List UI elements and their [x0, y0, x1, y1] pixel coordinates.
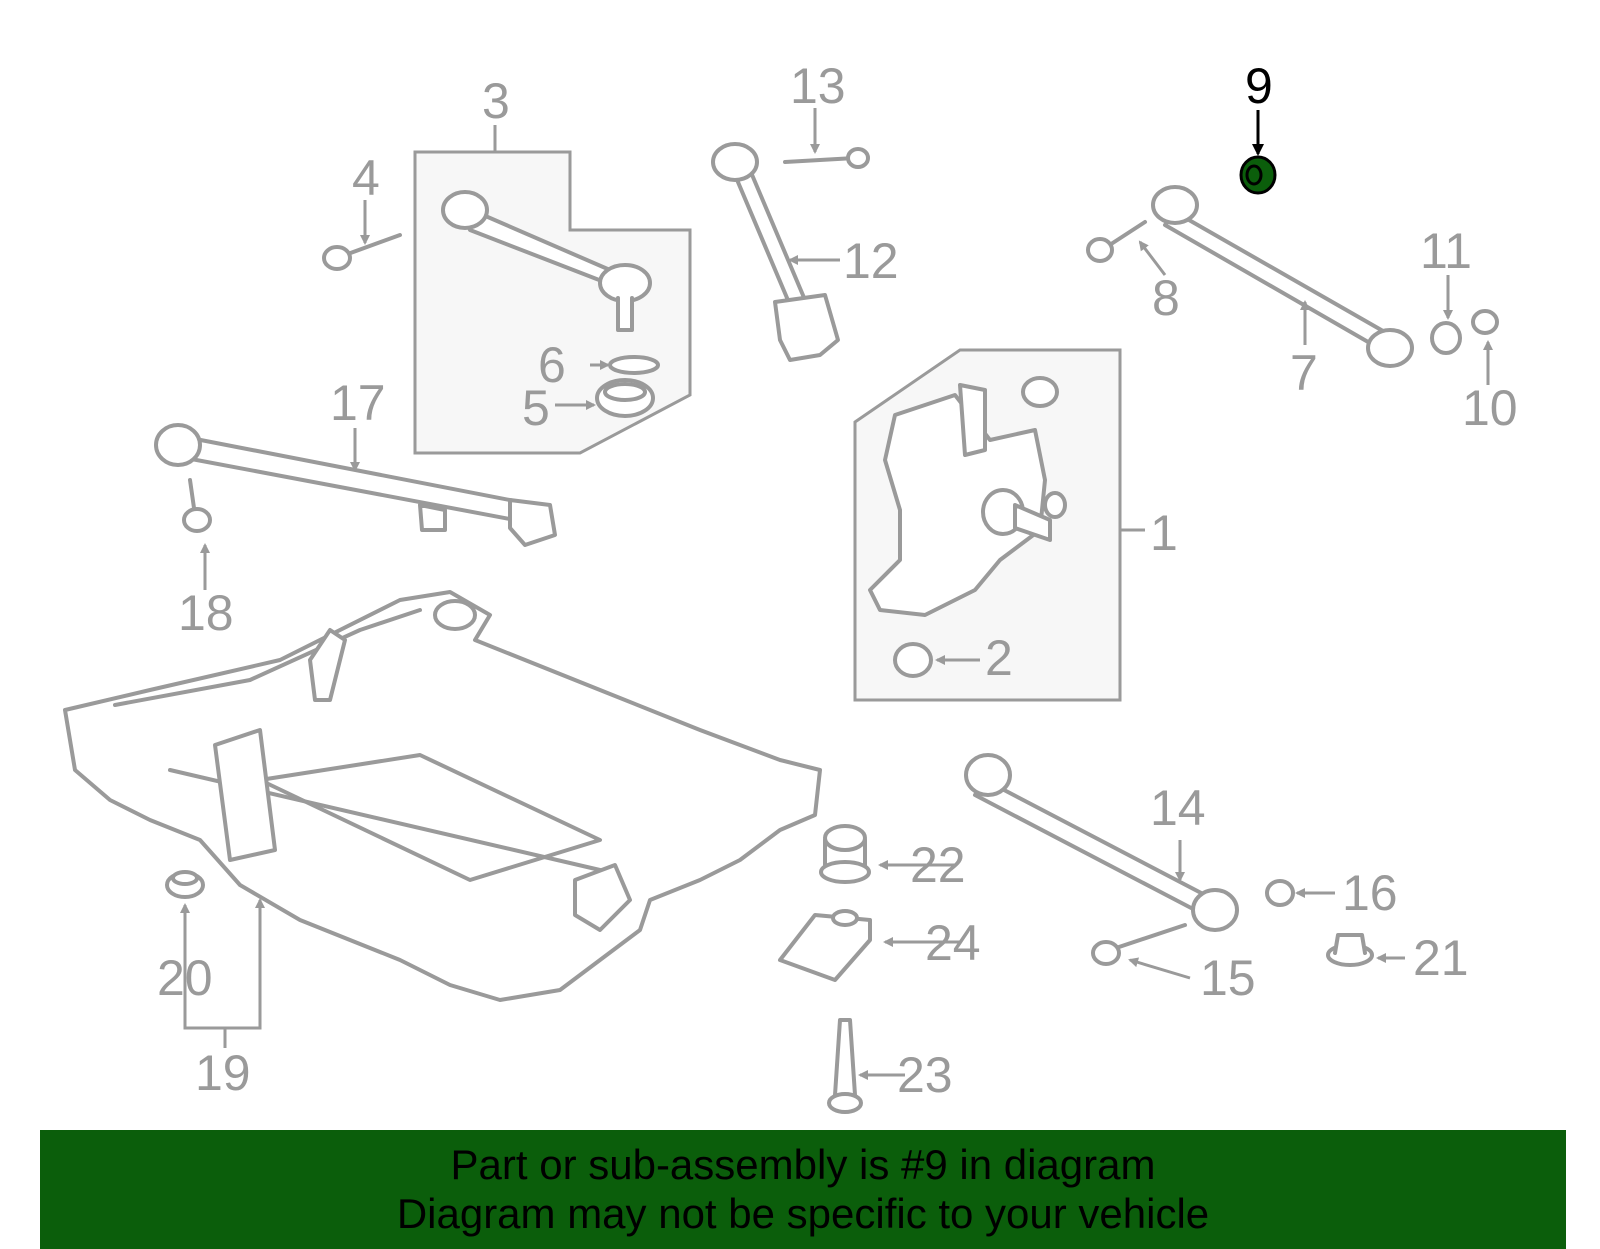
part-17-arm[interactable] [154, 423, 557, 547]
callout-15[interactable]: 15 [1200, 950, 1256, 1006]
callout-14[interactable]: 14 [1150, 780, 1206, 836]
part-15-bolt[interactable] [1091, 923, 1187, 966]
callout-11[interactable]: 11 [1420, 223, 1472, 279]
callout-22[interactable]: 22 [910, 837, 966, 893]
part-18-bolt[interactable] [182, 478, 212, 533]
callout-4[interactable]: 4 [352, 150, 380, 206]
callout-7[interactable]: 7 [1290, 345, 1318, 401]
callout-20[interactable]: 20 [157, 950, 213, 1006]
part-14-arm[interactable] [964, 753, 1239, 932]
callout-9-highlighted[interactable]: 9 [1245, 58, 1273, 114]
callout-21[interactable]: 21 [1413, 930, 1469, 986]
part-12-link[interactable] [711, 142, 840, 362]
part-8-bolt[interactable] [1086, 220, 1147, 263]
notice-banner: Part or sub-assembly is #9 in diagram Di… [40, 1130, 1566, 1249]
part-21-grommet[interactable] [1326, 933, 1374, 967]
part-16-nut[interactable] [1265, 879, 1295, 907]
part-20-grommet[interactable] [165, 870, 205, 899]
part-7-arm[interactable] [1151, 185, 1414, 368]
callout-13[interactable]: 13 [790, 58, 846, 114]
part-6-ring[interactable] [608, 355, 660, 375]
part-4-bolt[interactable] [322, 233, 402, 271]
callout-17[interactable]: 17 [330, 375, 386, 431]
part-3-upper-arm[interactable] [441, 190, 652, 332]
part-2-bushing[interactable] [893, 642, 933, 678]
part-22-stopper[interactable] [819, 824, 871, 884]
banner-line-1: Part or sub-assembly is #9 in diagram [450, 1141, 1156, 1188]
part-24-plate[interactable] [778, 909, 872, 982]
callout-1[interactable]: 1 [1150, 505, 1178, 561]
part-10-nut[interactable] [1471, 309, 1499, 335]
callout-10[interactable]: 10 [1462, 380, 1518, 436]
part-9-bushing-highlighted[interactable] [1239, 155, 1277, 195]
part-1-knuckle[interactable] [868, 376, 1067, 617]
callout-2[interactable]: 2 [985, 630, 1013, 686]
callout-16[interactable]: 16 [1342, 865, 1398, 921]
callout-23[interactable]: 23 [897, 1047, 953, 1103]
callout-8[interactable]: 8 [1152, 270, 1180, 326]
callout-5[interactable]: 5 [522, 380, 550, 436]
callout-3[interactable]: 3 [482, 73, 510, 129]
part-19-subframe[interactable] [63, 590, 822, 1002]
part-13-bolt[interactable] [783, 147, 870, 169]
part-5-boot[interactable] [595, 378, 655, 418]
part-23-screw[interactable] [827, 1018, 863, 1114]
callout-19[interactable]: 19 [195, 1045, 251, 1101]
callout-18[interactable]: 18 [178, 585, 234, 641]
callout-12[interactable]: 12 [843, 233, 899, 289]
callout-24[interactable]: 24 [925, 915, 981, 971]
leader-lines [180, 108, 1493, 1080]
banner-line-2: Diagram may not be specific to your vehi… [396, 1190, 1210, 1237]
callout-6[interactable]: 6 [538, 337, 566, 393]
part-11-bushing[interactable] [1430, 321, 1462, 355]
